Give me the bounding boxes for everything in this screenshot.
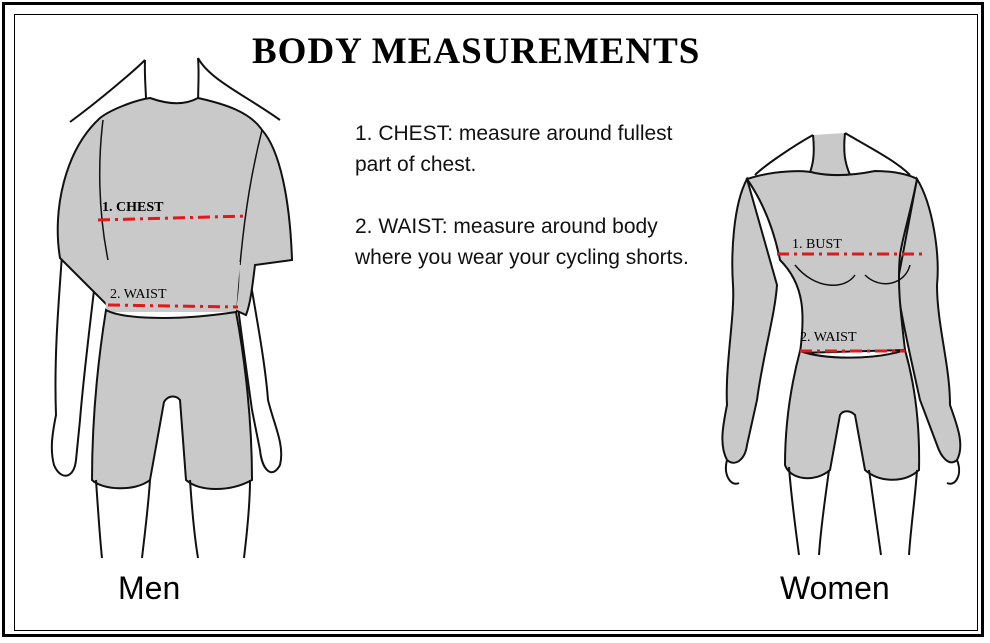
instructions: 1. CHEST: measure around fullest part of… — [355, 118, 695, 304]
men-left-leg — [96, 480, 150, 558]
women-neck — [809, 133, 850, 175]
women-torso — [747, 171, 917, 353]
men-caption: Men — [118, 570, 180, 607]
page-title: BODY MEASUREMENTS — [252, 30, 912, 73]
men-waist-label: 2. WAIST — [110, 287, 167, 302]
women-shorts — [785, 350, 919, 480]
men-right-leg — [190, 480, 250, 558]
chest-term: 1. CHEST — [355, 122, 447, 145]
men-shorts — [92, 310, 252, 489]
women-bust-label: 1. BUST — [792, 237, 842, 252]
women-caption: Women — [780, 570, 890, 607]
waist-term: 2. WAIST — [355, 215, 442, 238]
chest-instruction: 1. CHEST: measure around fullest part of… — [355, 118, 695, 180]
men-figure: 1. CHEST 2. WAIST — [40, 40, 310, 560]
women-waist-label: 2. WAIST — [800, 330, 857, 345]
women-figure: 1. BUST 2. WAIST — [705, 115, 975, 565]
men-chest-label: 1. CHEST — [102, 200, 164, 215]
waist-instruction: 2. WAIST: measure around body where you … — [355, 211, 695, 273]
